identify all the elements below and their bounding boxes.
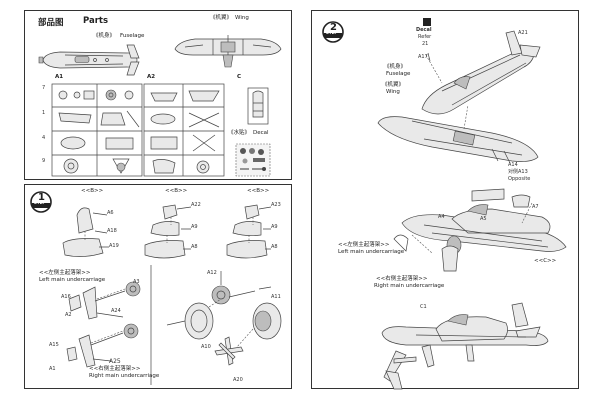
parts-title-en: Parts xyxy=(83,16,109,26)
step2-label-a14: A14 xyxy=(508,162,518,168)
sprue-a1-tick-4: 9 xyxy=(42,158,46,164)
sprue-c-frame xyxy=(247,87,269,125)
step2-wing-cn: 《机翼》 xyxy=(382,82,405,88)
step2-step-word: STEP xyxy=(326,30,338,35)
step1-badge-icon xyxy=(30,191,52,213)
step1-panel: 1 STEP <<B>> A6 A18 A19 <<B>> A22 A9 A8 … xyxy=(24,184,292,389)
step1-label-a1: A1 xyxy=(49,366,56,372)
step2-right-uc-en: Right main undercarriage xyxy=(374,283,445,289)
step1-label-a8: A8 xyxy=(191,244,198,250)
fuselage-label-cn: 《机身》 xyxy=(93,33,116,39)
step2-wing-en: Wing xyxy=(386,89,400,95)
step2-label-a7: A7 xyxy=(532,204,539,210)
parts-title-cn: 部品图 xyxy=(38,18,64,28)
step2-wing-drawing xyxy=(377,104,539,164)
step1-left-uc-drawing xyxy=(68,281,141,320)
step1-right-uc-cn: <<右侧主起落架>> xyxy=(89,366,141,372)
step2-label-c1: C1 xyxy=(420,304,427,310)
step1-label-a6: A6 xyxy=(107,210,114,216)
step1-step-word: STEP xyxy=(34,200,46,205)
step1-label-a24: A24 xyxy=(111,308,121,314)
step1-group1-drawing xyxy=(62,207,109,257)
step2-label-a5: A5 xyxy=(480,216,487,222)
wing-label-en: Wing xyxy=(235,15,249,21)
step2-left-uc-en: Left main undercarriage xyxy=(338,249,405,255)
sprue-a1-label: A1 xyxy=(55,74,64,80)
step1-group3-label: <<B>> xyxy=(247,188,270,194)
step1-label-a2: A2 xyxy=(65,312,72,318)
step1-label-a25: A25 xyxy=(109,358,121,365)
sprue-a1-tick-3: 4 xyxy=(42,135,46,141)
step2-group-c: <<C>> xyxy=(534,258,557,264)
step1-left-uc-cn: <<左侧主起落架>> xyxy=(39,270,91,276)
step2-panel: 2 STEP Decal Refer 21 A17 A21 《机身》 Fusel… xyxy=(311,10,579,390)
step1-engine-drawing xyxy=(166,271,282,366)
step2-a14-note-cn: 对侧A13 xyxy=(508,169,528,175)
step1-group1-label: <<B>> xyxy=(81,188,104,194)
step2-badge-icon xyxy=(322,21,344,43)
step1-left-uc-en: Left main undercarriage xyxy=(39,277,106,283)
decal-label-cn: 《水贴》 xyxy=(228,130,251,136)
step2-decal-num: 21 xyxy=(422,41,429,47)
step1-label-a15: A15 xyxy=(49,342,59,348)
step2-number: 2 xyxy=(330,22,337,33)
sprue-a2-label: A2 xyxy=(147,74,156,80)
wing-label-cn: 《机翼》 xyxy=(210,15,233,21)
step1-label-a20: A20 xyxy=(233,377,243,383)
wing-part-drawing xyxy=(174,35,282,68)
sprue-a2-frame xyxy=(143,83,225,177)
step1-label-a18: A18 xyxy=(107,228,117,234)
step1-label-a9-b: A9 xyxy=(271,224,278,230)
step2-label-a21: A21 xyxy=(518,30,528,36)
step1-label-a3: A3 xyxy=(133,279,140,285)
sprue-c-label: C xyxy=(237,74,242,80)
decal-sheet-drawing xyxy=(235,143,271,177)
decal-label-en: Decal xyxy=(253,130,269,136)
step1-label-a16: A16 xyxy=(61,294,71,300)
step2-fuselage-cn: 《机身》 xyxy=(384,64,407,70)
step1-group2-drawing xyxy=(144,204,192,259)
step2-label-a17: A17 xyxy=(418,54,428,60)
fuselage-label-en: Fuselage xyxy=(120,33,145,39)
step2-fuselage-en: Fuselage xyxy=(386,71,411,77)
step1-group3-drawing xyxy=(226,204,272,259)
sprue-a1-tick-2: 1 xyxy=(42,110,46,116)
step1-label-a12: A12 xyxy=(207,270,217,276)
fuselage-part-drawing xyxy=(38,44,140,76)
sprue-a1-frame xyxy=(51,83,143,177)
step1-label-a23: A23 xyxy=(271,202,281,208)
step1-label-a10: A10 xyxy=(201,344,211,350)
step2-right-uc-cn: <<右侧主起落架>> xyxy=(376,276,428,282)
step2-final-aircraft-drawing xyxy=(381,302,549,390)
step2-decal-note: Refer xyxy=(418,34,432,40)
step1-number: 1 xyxy=(38,192,45,203)
decal-reference-icon xyxy=(423,18,431,26)
step1-label-a22: A22 xyxy=(191,202,201,208)
sprue-a1-tick-1: 7 xyxy=(42,85,46,91)
step1-right-uc-en: Right main undercarriage xyxy=(89,373,160,379)
step2-label-a4: A4 xyxy=(438,214,445,220)
step1-divider xyxy=(150,265,152,385)
step2-left-uc-cn: <<左侧主起落架>> xyxy=(338,242,390,248)
step1-label-a8-b: A8 xyxy=(271,244,278,250)
step1-label-a9: A9 xyxy=(191,224,198,230)
step1-right-uc-drawing xyxy=(66,323,139,368)
step2-a14-note-en: Opposite xyxy=(508,176,531,182)
step1-label-a11: A11 xyxy=(271,294,281,300)
step2-decal-word: Decal xyxy=(416,27,432,33)
step2-assembly-drawing xyxy=(393,188,567,272)
step1-label-a19: A19 xyxy=(109,243,119,249)
step2-fuselage-drawing xyxy=(421,30,541,115)
parts-panel: 部品图 Parts 《机身》 Fuselage 《机翼》 Wing A1 xyxy=(24,10,292,180)
step1-group2-label: <<B>> xyxy=(165,188,188,194)
